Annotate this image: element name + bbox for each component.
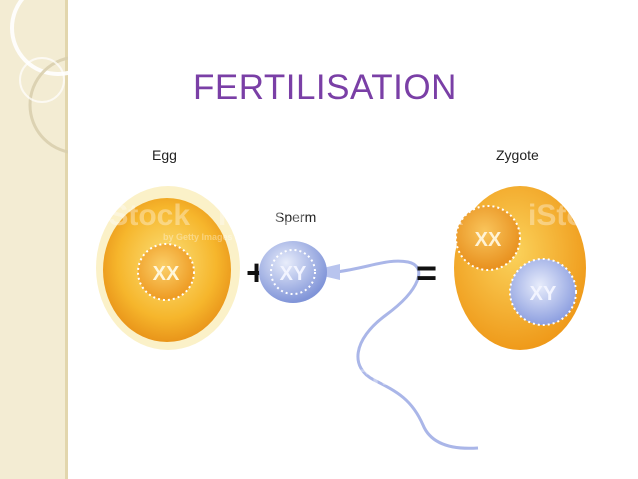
- zygote-cell: XX XY: [454, 186, 586, 350]
- sperm-midpiece: [323, 264, 340, 280]
- egg-cell: XX: [96, 186, 240, 350]
- egg-nucleus: [137, 243, 195, 301]
- equals-sign: =: [416, 252, 437, 293]
- watermark-5: iStock: [148, 359, 238, 392]
- fertilisation-diagram: XX Egg + XY Sperm = XX XY Zygote iStock …: [96, 147, 618, 450]
- slide-sidebar: [0, 0, 68, 479]
- watermark-sub-1: by Getty Images: [163, 232, 233, 242]
- egg-chromosomes: XX: [153, 263, 180, 285]
- watermark-sub-3: by Getty Images: [313, 392, 383, 402]
- zygote-chromosomes-xx: XX: [475, 229, 502, 251]
- zygote-nucleus-xy: [509, 258, 577, 326]
- zygote-nucleus-xx: [455, 205, 521, 271]
- sperm-label: Sperm: [275, 209, 316, 225]
- watermark-6: iStock: [298, 359, 388, 392]
- sperm-cell: XY: [259, 241, 479, 450]
- egg-label: Egg: [152, 147, 177, 163]
- watermark-2: iStock: [218, 199, 308, 232]
- zygote-label: Zygote: [496, 147, 539, 163]
- watermark-sub-2: by Getty Images: [388, 232, 458, 242]
- zygote-chromosomes-xy: XY: [530, 283, 557, 305]
- sidebar-decoration: [10, 0, 68, 154]
- sperm-nucleus: [270, 249, 316, 295]
- watermark-7: iStock: [453, 359, 543, 392]
- sperm-chromosomes: XY: [280, 263, 307, 285]
- watermark-4: iStock: [528, 199, 618, 232]
- sperm-tail: [335, 259, 479, 450]
- slide-title: FERTILISATION: [193, 68, 457, 107]
- watermark-3: iStock: [373, 199, 463, 232]
- watermark-1: iStock: [100, 199, 190, 232]
- sperm-head: [259, 241, 327, 303]
